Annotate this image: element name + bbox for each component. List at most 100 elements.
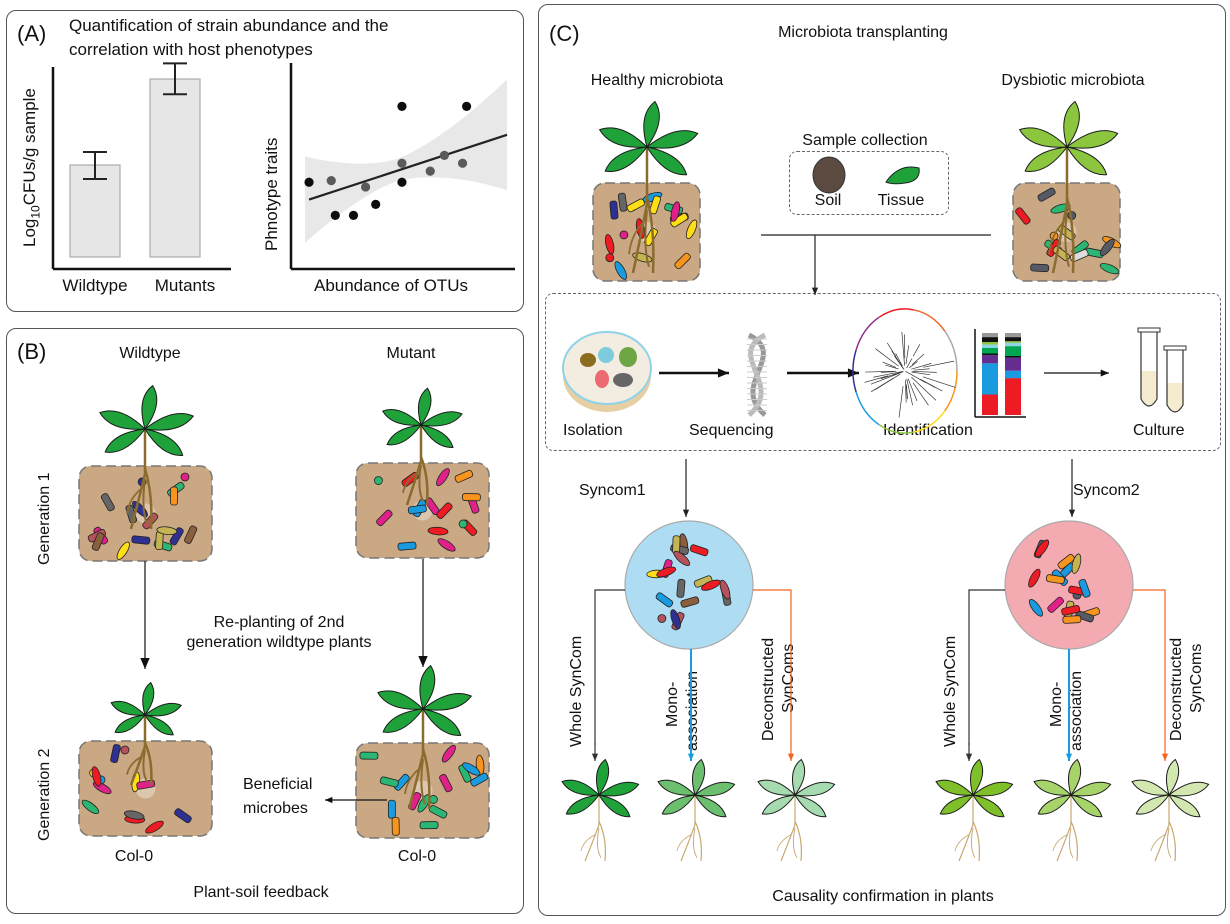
leaf xyxy=(143,714,174,736)
microbe-oval xyxy=(123,810,145,820)
leaf xyxy=(1069,781,1112,797)
leaf xyxy=(969,758,984,797)
gen1-wildtype-roots xyxy=(126,429,153,530)
tree-branch xyxy=(865,370,897,373)
root xyxy=(1051,147,1069,274)
tree-branch xyxy=(898,386,904,418)
leaf xyxy=(386,424,423,446)
microbe-rod xyxy=(359,751,379,760)
scatter-point xyxy=(371,199,381,209)
leaf xyxy=(382,708,425,733)
s1-decon-arrow-head xyxy=(787,753,795,761)
leaf xyxy=(691,758,706,797)
tree-branch xyxy=(913,368,930,371)
panel-c-title: Microbiota transplanting xyxy=(778,24,948,41)
gen2-right-plant xyxy=(377,664,473,736)
leaf xyxy=(693,781,736,797)
healthy-roots xyxy=(628,147,655,274)
tree-branch xyxy=(894,355,904,369)
tree-branch xyxy=(901,331,905,366)
stacked-bar-segment xyxy=(982,394,998,415)
syncom2-result-plant-1 xyxy=(935,758,1014,818)
step-sequencing: Sequencing xyxy=(689,422,774,439)
phylo-ring-segment xyxy=(944,330,958,372)
microbe-oval xyxy=(614,261,628,280)
phylogenetic-tree-icon xyxy=(864,331,956,418)
microbe-rod xyxy=(1078,578,1091,598)
root xyxy=(142,478,148,525)
leaf xyxy=(935,779,975,796)
root xyxy=(954,834,970,852)
leaf xyxy=(597,781,640,797)
tissue-label: Tissue xyxy=(877,192,925,209)
culture-tube-small-icon xyxy=(1163,345,1187,413)
microbe-rod xyxy=(655,592,674,608)
microbe-rod xyxy=(1030,263,1050,273)
microbe-oval xyxy=(156,526,178,536)
microbe-coccus xyxy=(619,230,629,240)
stacked-bar-segment xyxy=(982,337,998,343)
leaf xyxy=(597,794,631,818)
s1-whole-branch xyxy=(594,589,625,745)
arrow-to-syncom2-head xyxy=(1068,509,1076,517)
col0-left: Col-0 xyxy=(114,848,154,865)
microbe-oval xyxy=(427,526,449,536)
leaf xyxy=(561,779,601,796)
wildtype-heading: Wildtype xyxy=(119,345,181,362)
microbe-rod xyxy=(689,544,709,557)
panel-c-illustration xyxy=(561,100,1210,862)
scatter-point xyxy=(326,176,336,186)
microbe-coccus xyxy=(120,745,130,755)
root xyxy=(780,795,796,862)
microbe-rod xyxy=(170,486,178,506)
microbe-rod xyxy=(1057,553,1075,570)
microbe-rod xyxy=(454,469,474,483)
panel-b: (B) Wildtype Mutant Generation 1 Generat… xyxy=(6,328,524,914)
tube-liquid xyxy=(1167,383,1183,412)
stacked-bar-segment xyxy=(1005,342,1021,347)
leaf xyxy=(693,794,727,818)
root xyxy=(1068,827,1074,858)
leaf xyxy=(143,412,195,431)
leaf xyxy=(1065,146,1108,176)
phylo-ring-segment xyxy=(913,309,946,332)
panel-b-label: (B) xyxy=(17,339,47,364)
microbe-rod xyxy=(676,578,686,598)
soil-label: Soil xyxy=(814,192,842,209)
microbe-rod xyxy=(100,493,115,512)
culture-tube-large-icon xyxy=(1137,327,1161,407)
microbe-coccus xyxy=(374,476,383,485)
stacked-bar-segment xyxy=(1005,370,1021,379)
root xyxy=(126,756,142,775)
microbe-oval xyxy=(1071,553,1082,574)
tissue-sample-icon xyxy=(885,166,920,185)
gen1-wildtype-plant xyxy=(99,384,195,456)
leaf xyxy=(142,681,155,717)
root xyxy=(421,748,431,810)
root xyxy=(420,758,426,805)
microbe-coccus xyxy=(458,519,468,529)
scatter-chart xyxy=(289,63,515,271)
microbe-oval xyxy=(441,744,456,763)
dysbiotic-plant xyxy=(1018,100,1119,176)
leaf xyxy=(104,428,147,453)
root xyxy=(1168,821,1176,862)
microbe-rod xyxy=(626,198,645,213)
scatter-point xyxy=(425,166,435,176)
gen1-mutant-roots xyxy=(402,425,429,506)
bar-mutants xyxy=(149,78,201,258)
tube-liquid xyxy=(1141,371,1157,406)
leaf xyxy=(971,794,1005,818)
microbe-coccus xyxy=(657,614,667,623)
microbe-rod xyxy=(674,252,691,270)
microbe-rod xyxy=(1075,610,1095,623)
microbe-rod xyxy=(1045,574,1065,585)
step-identification: Identification xyxy=(883,422,973,439)
s2-mono-arrow-head xyxy=(1065,753,1073,761)
leaf xyxy=(1037,794,1073,815)
tree-branch xyxy=(912,344,921,357)
leaf xyxy=(421,708,462,736)
step-culture: Culture xyxy=(1133,422,1185,439)
root xyxy=(694,821,702,862)
tree-branch xyxy=(911,363,932,370)
